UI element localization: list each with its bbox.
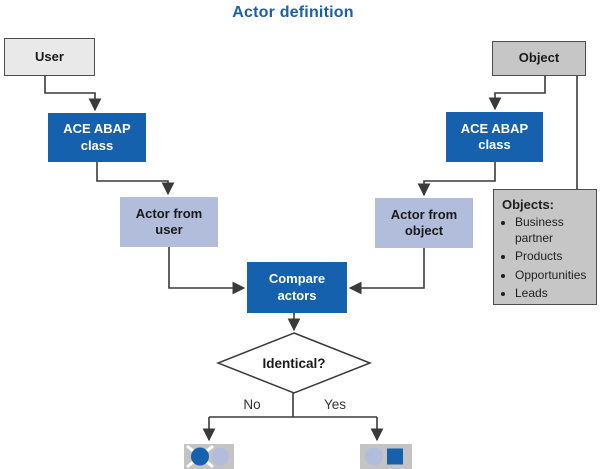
result-no-box [184,444,234,469]
actors-mismatch-icon [186,444,229,469]
result-yes-box [360,444,412,469]
objects-list-item: Opportunities [515,268,592,284]
decision-label: Identical? [262,355,326,371]
objects-panel: Objects: Business partner Products Oppor… [493,189,597,305]
objects-list-item: Business partner [515,215,592,246]
actors-match-icon [365,447,403,466]
objects-list-item: Leads [515,286,592,302]
node-ace-abap-class-object: ACE ABAP class [446,112,543,162]
node-user: User [4,38,95,76]
branch-yes-label: Yes [323,397,347,412]
objects-list: Business partner Products Opportunities … [502,215,592,302]
node-ace-abap-class-user: ACE ABAP class [48,113,146,162]
node-compare-actors: Compare actors [247,262,347,313]
node-object: Object [492,41,586,76]
diagram-title: Actor definition [232,4,354,21]
objects-list-item: Products [515,249,592,265]
node-actor-from-object: Actor from object [375,198,473,248]
objects-panel-heading: Objects: [502,197,555,212]
branch-no-label: No [243,397,261,412]
node-actor-from-user: Actor from user [120,197,218,247]
